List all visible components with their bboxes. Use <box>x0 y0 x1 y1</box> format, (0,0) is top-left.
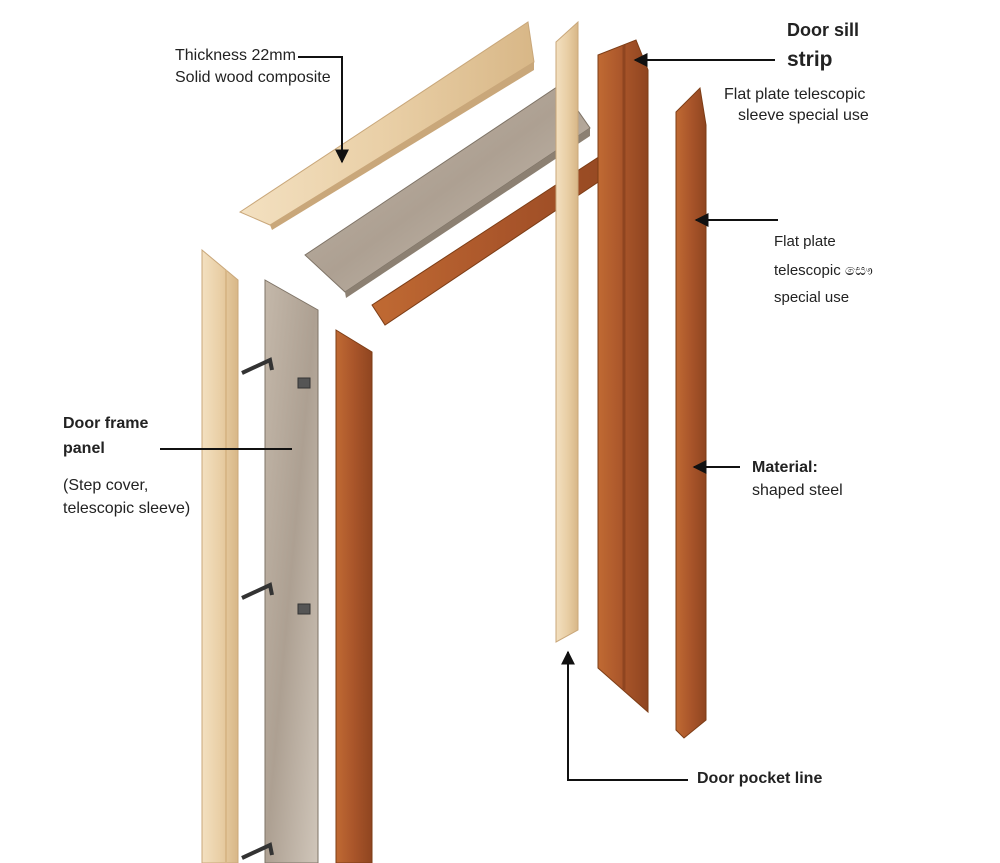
thickness-label-line1: Thickness 22mm <box>175 47 296 64</box>
left-jamb-light <box>201 248 239 863</box>
top-header-trim <box>238 21 535 230</box>
door-sill-strip <box>304 84 591 298</box>
flat-plate-top-label-line2: sleeve special use <box>738 107 869 124</box>
material-label-line2: shaped steel <box>752 482 843 499</box>
leader-lines <box>160 53 778 781</box>
door-sill-label-line1: Door sill <box>787 20 860 40</box>
right-jamb-steel <box>675 86 707 739</box>
flat-plate-mid-label-line1: Flat plate <box>774 233 836 250</box>
right-pocket-strip-dark <box>597 39 649 714</box>
flat-plate-mid-label-line3: special use <box>774 289 850 306</box>
flat-plate-top-label-line1: Flat plate telescopic <box>724 86 866 103</box>
door-frame-panel-label-line2: panel <box>63 440 105 457</box>
door-pocket-line-label: Door pocket line <box>697 770 823 787</box>
door-frame-panel-label-line4: telescopic sleeve) <box>63 500 191 517</box>
flat-plate-mid-label-line2: telescopic සෞ <box>774 262 873 279</box>
door-frame-panel-steel <box>264 279 319 863</box>
left-jamb-dark <box>335 329 373 863</box>
right-jamb-light <box>555 20 579 643</box>
mounting-brackets <box>241 357 311 860</box>
door-frame-panel-label-line3: (Step cover, <box>63 477 149 494</box>
door-frame-panel-label-line1: Door frame <box>63 415 149 432</box>
door-sill-label-line2: strip <box>787 48 833 71</box>
thickness-label-line2: Solid wood composite <box>175 69 331 86</box>
material-label-line1: Material: <box>752 459 818 476</box>
